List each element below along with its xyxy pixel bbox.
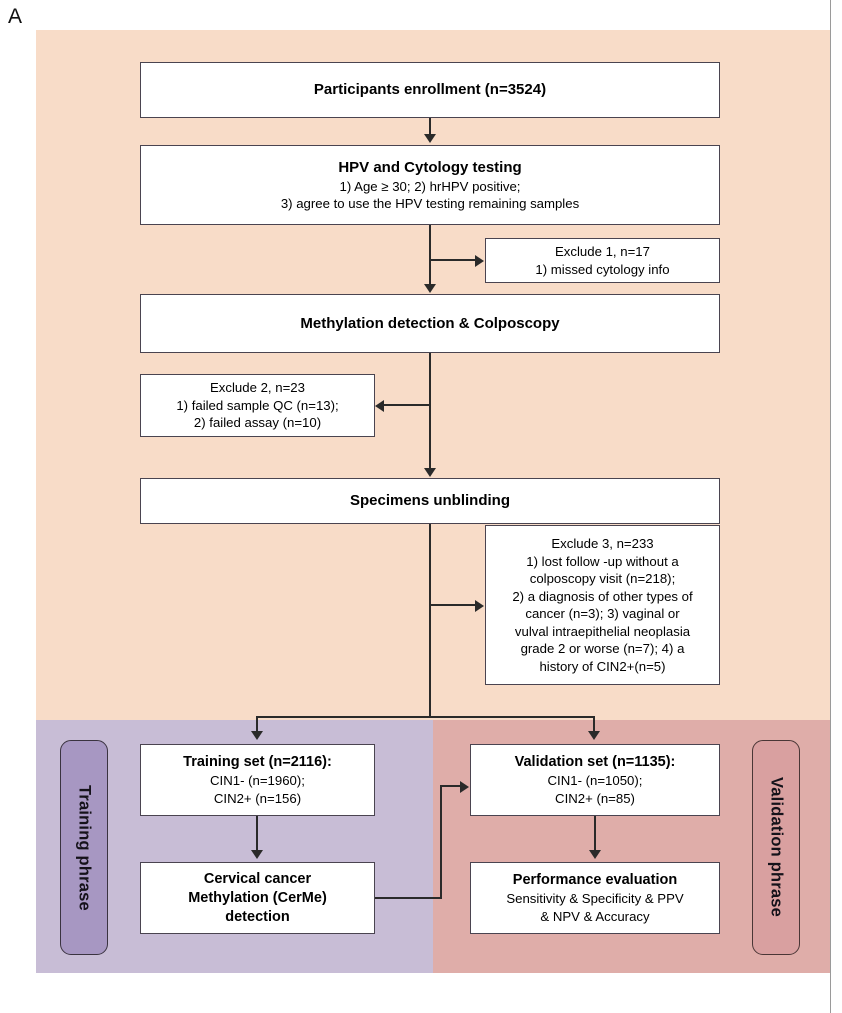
node-validation-set: Validation set (n=1135): CIN1- (n=1050);…: [470, 744, 720, 816]
exclude1-reason-1: 1) missed cytology info: [535, 261, 670, 277]
exclude2-reason-1: 1) failed sample QC (n=13);: [176, 397, 339, 413]
methylation-title: Methylation detection & Colposcopy: [300, 314, 560, 332]
hpv-title: HPV and Cytology testing: [338, 158, 522, 176]
arrowhead-validation-to-performance: [589, 850, 601, 859]
arrowhead-hpv-to-exclude1: [475, 255, 484, 267]
training-set-cin1: CIN1- (n=1960);: [210, 773, 305, 788]
exclude3-line-5: vulval intraepithelial neoplasia: [514, 623, 691, 639]
node-hpv-cytology-testing: HPV and Cytology testing 1) Age ≥ 30; 2)…: [140, 145, 720, 225]
arrowhead-methylation-to-exclude2: [375, 400, 384, 412]
validation-set-cin1: CIN1- (n=1050);: [547, 773, 643, 788]
node-exclude-2: Exclude 2, n=23 1) failed sample QC (n=1…: [140, 374, 375, 437]
unblinding-title: Specimens unblinding: [349, 492, 510, 509]
exclude1-header: Exclude 1, n=17: [555, 244, 650, 259]
node-exclude-1: Exclude 1, n=17 1) missed cytology info: [485, 238, 720, 283]
connector-methylation-to-exclude2: [384, 404, 430, 406]
connector-split-bar: [256, 716, 595, 718]
connector-cerme-up: [440, 785, 442, 899]
exclude3-header: Exclude 3, n=233: [551, 536, 654, 551]
hpv-criteria-line-2: 3) agree to use the HPV testing remainin…: [280, 196, 580, 211]
training-set-cin2: CIN2+ (n=156): [213, 790, 302, 806]
arrowhead-hpv-to-methylation: [424, 284, 436, 293]
node-participants-enrollment: Participants enrollment (n=3524): [140, 62, 720, 118]
validation-phase-pill: Validation phrase: [752, 740, 800, 955]
validation-phase-label: Validation phrase: [767, 777, 786, 918]
arrowhead-split-to-validation: [588, 731, 600, 740]
connector-training-to-cerme: [256, 816, 258, 851]
connector-hpv-to-exclude1: [429, 259, 476, 261]
performance-title: Performance evaluation: [512, 872, 678, 888]
cerme-line-1: Cervical cancer: [203, 870, 312, 887]
hpv-criteria-line-1: 1) Age ≥ 30; 2) hrHPV positive;: [339, 178, 521, 194]
validation-set-cin2: CIN2+ (n=85): [555, 790, 635, 806]
node-performance-evaluation: Performance evaluation Sensitivity & Spe…: [470, 862, 720, 934]
training-set-title: Training set (n=2116):: [183, 754, 332, 770]
training-phase-label: Training phrase: [75, 784, 94, 911]
validation-set-title: Validation set (n=1135):: [514, 754, 676, 770]
arrowhead-enrollment-to-hpv: [424, 134, 436, 143]
exclude3-line-7: history of CIN2+(n=5): [539, 658, 666, 674]
arrowhead-training-to-cerme: [251, 850, 263, 859]
arrowhead-split-to-training: [251, 731, 263, 740]
enrollment-title: Participants enrollment (n=3524): [313, 81, 547, 98]
node-exclude-3: Exclude 3, n=233 1) lost follow -up with…: [485, 525, 720, 685]
connector-cerme-to-validation: [440, 785, 462, 787]
node-cerme-detection: Cervical cancer Methylation (CerMe) dete…: [140, 862, 375, 934]
connector-cerme-right: [375, 897, 442, 899]
connector-split-left-drop: [256, 716, 258, 732]
cerme-line-2: Methylation (CerMe): [188, 889, 327, 906]
connector-validation-to-performance: [594, 816, 596, 851]
performance-metrics-2: & NPV & Accuracy: [540, 908, 650, 924]
connector-split-right-drop: [593, 716, 595, 732]
exclude3-line-4: cancer (n=3); 3) vaginal or: [525, 606, 680, 621]
arrowhead-methylation-to-unblinding: [424, 468, 436, 477]
arrowhead-unblinding-to-exclude3: [475, 600, 484, 612]
connector-unblinding-trunk: [429, 524, 431, 717]
connector-enrollment-to-hpv: [429, 118, 431, 136]
exclude2-header: Exclude 2, n=23: [210, 380, 305, 396]
connector-hpv-to-methylation: [429, 225, 431, 285]
connector-unblinding-to-exclude3: [429, 604, 476, 606]
node-methylation-colposcopy: Methylation detection & Colposcopy: [140, 294, 720, 353]
performance-metrics-1: Sensitivity & Specificity & PPV: [506, 891, 684, 906]
exclude3-line-2: colposcopy visit (n=218);: [529, 571, 676, 586]
panel-letter: A: [8, 5, 23, 28]
exclude3-line-1: 1) lost follow -up without a: [526, 553, 679, 569]
exclude3-line-6: grade 2 or worse (n=7); 4) a: [520, 641, 685, 656]
exclude2-reason-2: 2) failed assay (n=10): [193, 415, 322, 431]
cerme-line-3: detection: [225, 908, 290, 925]
arrowhead-cerme-to-validation: [460, 781, 469, 793]
training-phase-pill: Training phrase: [60, 740, 108, 955]
node-specimens-unblinding: Specimens unblinding: [140, 478, 720, 524]
exclude3-line-3: 2) a diagnosis of other types of: [512, 588, 693, 604]
connector-methylation-to-unblinding: [429, 353, 431, 469]
node-training-set: Training set (n=2116): CIN1- (n=1960); C…: [140, 744, 375, 816]
page-edge-rule: [830, 0, 831, 1013]
